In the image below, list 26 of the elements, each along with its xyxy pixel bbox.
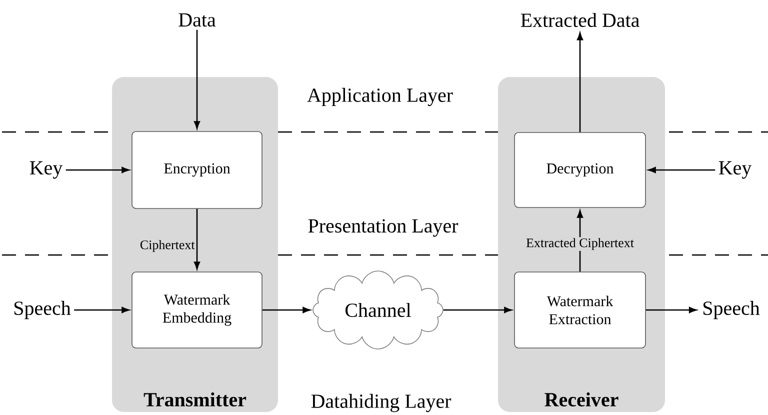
input-label: Extracted Data bbox=[520, 12, 640, 28]
arrow bbox=[443, 306, 512, 314]
arrow bbox=[262, 306, 310, 314]
channel-cloud: Channel bbox=[312, 270, 444, 350]
arrow bbox=[646, 306, 697, 314]
input-label: Speech bbox=[703, 300, 760, 320]
process-box: Watermark Embedding bbox=[132, 272, 262, 348]
process-box: Watermark Extraction bbox=[514, 272, 646, 348]
arrow bbox=[194, 30, 200, 129]
arrow bbox=[66, 166, 130, 174]
input-label: Key bbox=[30, 161, 63, 179]
process-box: Encryption bbox=[132, 131, 262, 209]
layer-label: Presentation Layer bbox=[308, 219, 458, 237]
edge-label: Ciphertext bbox=[140, 240, 195, 252]
layer-label: Application Layer bbox=[307, 88, 453, 106]
edge-label: Extracted Ciphertext bbox=[526, 238, 634, 250]
input-label: Speech bbox=[14, 300, 71, 320]
arrow bbox=[576, 210, 584, 272]
arrow bbox=[74, 306, 130, 314]
process-box: Decryption bbox=[514, 132, 646, 208]
input-label: Key bbox=[718, 161, 752, 179]
layer-label: Datahiding Layer bbox=[311, 394, 452, 412]
input-label: Data bbox=[178, 13, 216, 27]
arrow bbox=[648, 166, 716, 174]
arrow bbox=[576, 32, 584, 132]
arrow bbox=[194, 208, 200, 270]
